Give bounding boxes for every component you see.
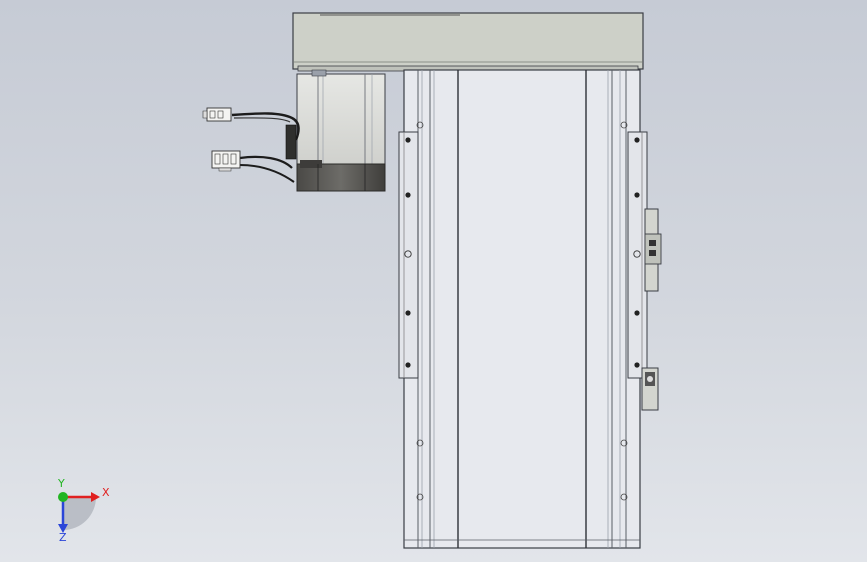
left-mounting-bracket[interactable] — [398, 131, 419, 379]
encoder-connector[interactable] — [211, 150, 241, 172]
servo-motor[interactable] — [296, 69, 386, 192]
z-axis-label: Z — [59, 531, 67, 544]
y-axis-dot — [58, 492, 68, 502]
sensor-block-upper[interactable] — [644, 208, 662, 292]
x-axis-label: X — [102, 486, 110, 499]
right-mounting-bracket[interactable] — [627, 131, 648, 379]
motor-power-cable[interactable] — [231, 112, 300, 160]
encoder-cable[interactable] — [239, 155, 295, 183]
top-housing[interactable] — [292, 12, 644, 72]
coordinate-triad — [58, 492, 100, 533]
sensor-block-lower[interactable] — [641, 367, 659, 411]
y-axis-label: Y — [58, 477, 65, 490]
linear-module-body[interactable] — [403, 69, 641, 549]
power-connector[interactable] — [202, 107, 232, 122]
